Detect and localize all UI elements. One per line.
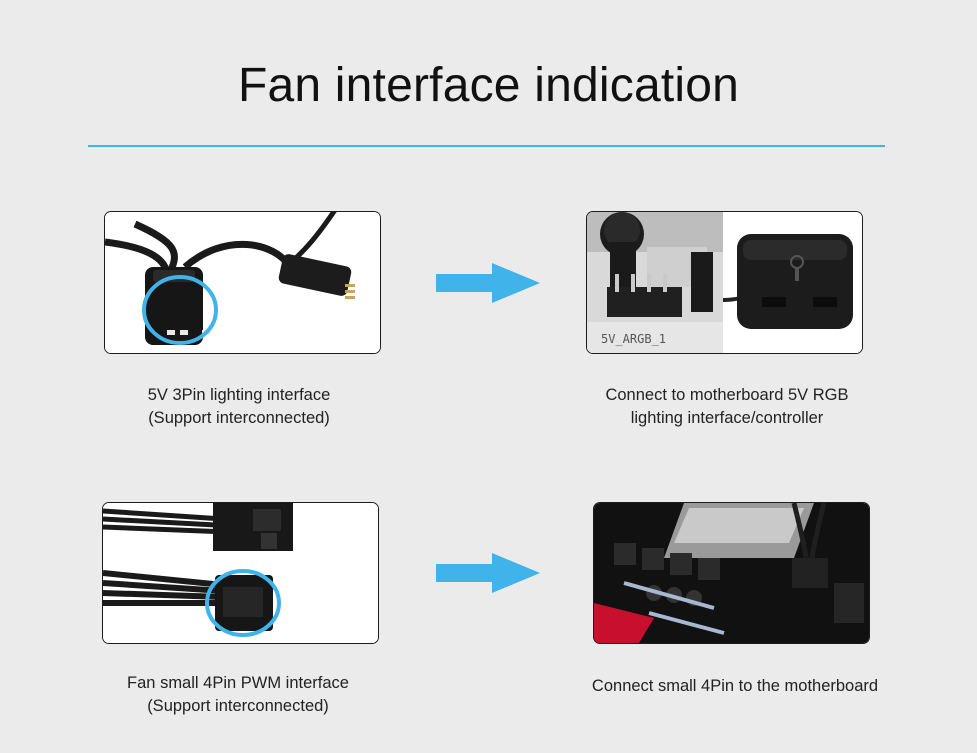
caption-line: (Support interconnected) [148,409,330,427]
motherboard-argb-image: 5V_ARGB_1 [586,211,863,354]
arrow-right-icon [436,553,540,593]
caption-motherboard-4pin: Connect small 4Pin to the motherboard [560,675,910,698]
caption-line: (Support interconnected) [147,697,329,715]
rgb-3pin-connector-image [104,211,381,354]
caption-pwm-4pin: Fan small 4Pin PWM interface (Support in… [102,672,374,718]
caption-line: Connect small 4Pin to the motherboard [591,677,879,695]
caption-motherboard-rgb: Connect to motherboard 5V RGB lighting i… [570,384,884,430]
page-title: Fan interface indication [237,59,740,112]
title-divider [88,145,885,147]
caption-rgb-3pin: 5V 3Pin lighting interface (Support inte… [104,384,374,430]
caption-line: lighting interface/controller [630,409,824,427]
caption-line: 5V 3Pin lighting interface [147,386,331,404]
motherboard-fan-header-image [593,502,870,644]
board-label: 5V_ARGB_1 [601,332,666,346]
pwm-4pin-connector-image [102,502,379,644]
caption-line: Connect to motherboard 5V RGB [605,386,849,404]
caption-line: Fan small 4Pin PWM interface [127,674,349,692]
arrow-right-icon [436,263,540,303]
